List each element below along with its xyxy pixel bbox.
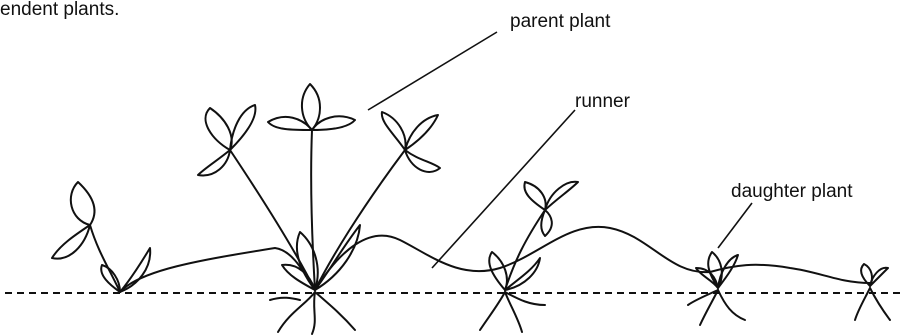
parent-plant: [198, 84, 440, 334]
parent-plant-pointer: [368, 32, 497, 110]
runner-stolon: [120, 227, 870, 292]
right-daughter-plant: [688, 252, 745, 325]
middle-daughter-plant: [480, 182, 578, 332]
daughter-plant-pointer: [718, 203, 752, 248]
runner-pointer: [432, 110, 575, 268]
left-young-plant: [52, 182, 150, 292]
